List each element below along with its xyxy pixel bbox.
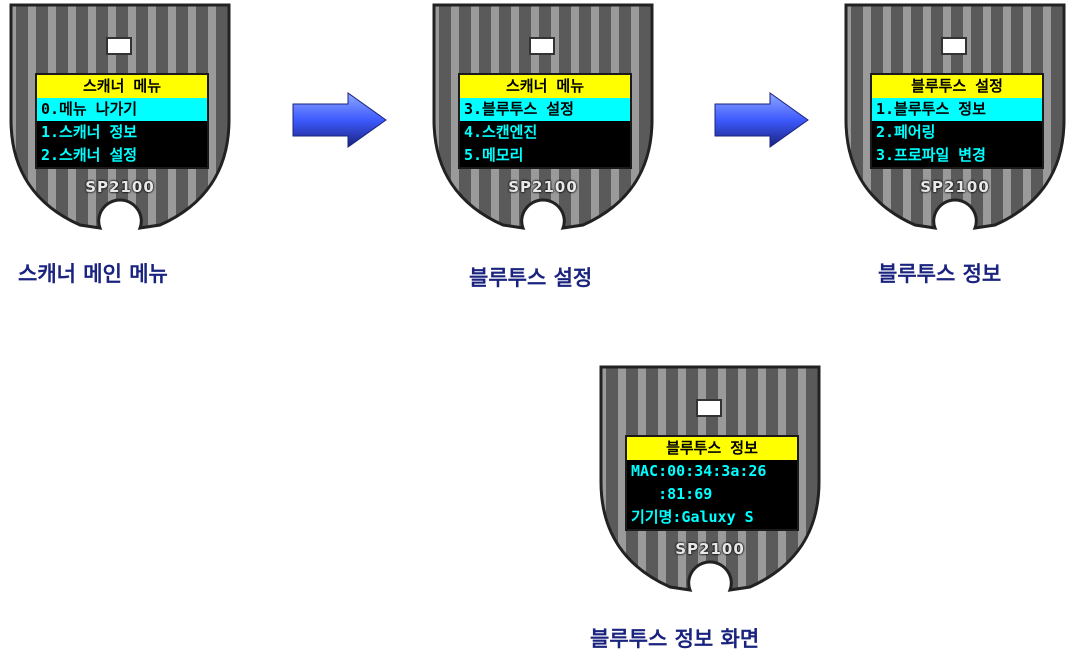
lcd-screen: 블루투스 설정 1.블루투스 정보 2.페어링 3.프로파일 변경 xyxy=(870,73,1044,169)
caption-bluetooth-info: 블루투스 정보 xyxy=(878,262,1002,286)
caption-bluetooth-settings: 블루투스 설정 xyxy=(469,266,593,290)
menu-item-selected[interactable]: 3.블루투스 설정 xyxy=(460,98,630,121)
device-bluetooth-settings: 스캐너 메뉴 3.블루투스 설정 4.스캔엔진 5.메모리 SP2100 xyxy=(428,0,658,245)
lcd-screen: 블루투스 정보 MAC:00:34:3a:26 :81:69 기기명:Galux… xyxy=(625,435,799,531)
menu-item[interactable]: 5.메모리 xyxy=(464,146,524,164)
menu-item[interactable]: 2.페어링 xyxy=(876,123,936,141)
device-scanner-main-menu: 스캐너 메뉴 0.메뉴 나가기 1.스캐너 정보 2.스캐너 설정 SP2100 xyxy=(5,0,235,245)
menu-item[interactable]: 1.스캐너 정보 xyxy=(41,123,138,141)
menu-item[interactable]: 2.스캐너 설정 xyxy=(41,146,138,164)
model-label: SP2100 xyxy=(508,178,578,196)
caption-bluetooth-info-screen: 블루투스 정보 화면 xyxy=(590,627,760,651)
menu-item[interactable]: 3.프로파일 변경 xyxy=(876,146,986,164)
model-label: SP2100 xyxy=(85,178,155,196)
screen-title: 스캐너 메뉴 xyxy=(37,75,207,98)
device-bluetooth-info-screen: 블루투스 정보 MAC:00:34:3a:26 :81:69 기기명:Galux… xyxy=(595,362,825,607)
info-line: :81:69 xyxy=(631,485,713,503)
info-line: MAC:00:34:3a:26 xyxy=(631,462,767,480)
model-label: SP2100 xyxy=(675,540,745,558)
menu-item[interactable]: 4.스캔엔진 xyxy=(464,123,538,141)
lcd-screen: 스캐너 메뉴 0.메뉴 나가기 1.스캐너 정보 2.스캐너 설정 xyxy=(35,73,209,169)
caption-scanner-main-menu: 스캐너 메인 메뉴 xyxy=(18,262,168,286)
menu-item-selected[interactable]: 1.블루투스 정보 xyxy=(872,98,1042,121)
screen-title: 스캐너 메뉴 xyxy=(460,75,630,98)
screen-title: 블루투스 설정 xyxy=(872,75,1042,98)
lcd-screen: 스캐너 메뉴 3.블루투스 설정 4.스캔엔진 5.메모리 xyxy=(458,73,632,169)
model-label: SP2100 xyxy=(920,178,990,196)
info-line: 기기명:Galuxy S xyxy=(631,508,754,526)
menu-item-selected[interactable]: 0.메뉴 나가기 xyxy=(37,98,207,121)
screen-title: 블루투스 정보 xyxy=(627,437,797,460)
device-bluetooth-info: 블루투스 설정 1.블루투스 정보 2.페어링 3.프로파일 변경 SP2100 xyxy=(840,0,1070,245)
right-arrow-icon xyxy=(292,92,387,148)
right-arrow-icon xyxy=(714,92,809,148)
